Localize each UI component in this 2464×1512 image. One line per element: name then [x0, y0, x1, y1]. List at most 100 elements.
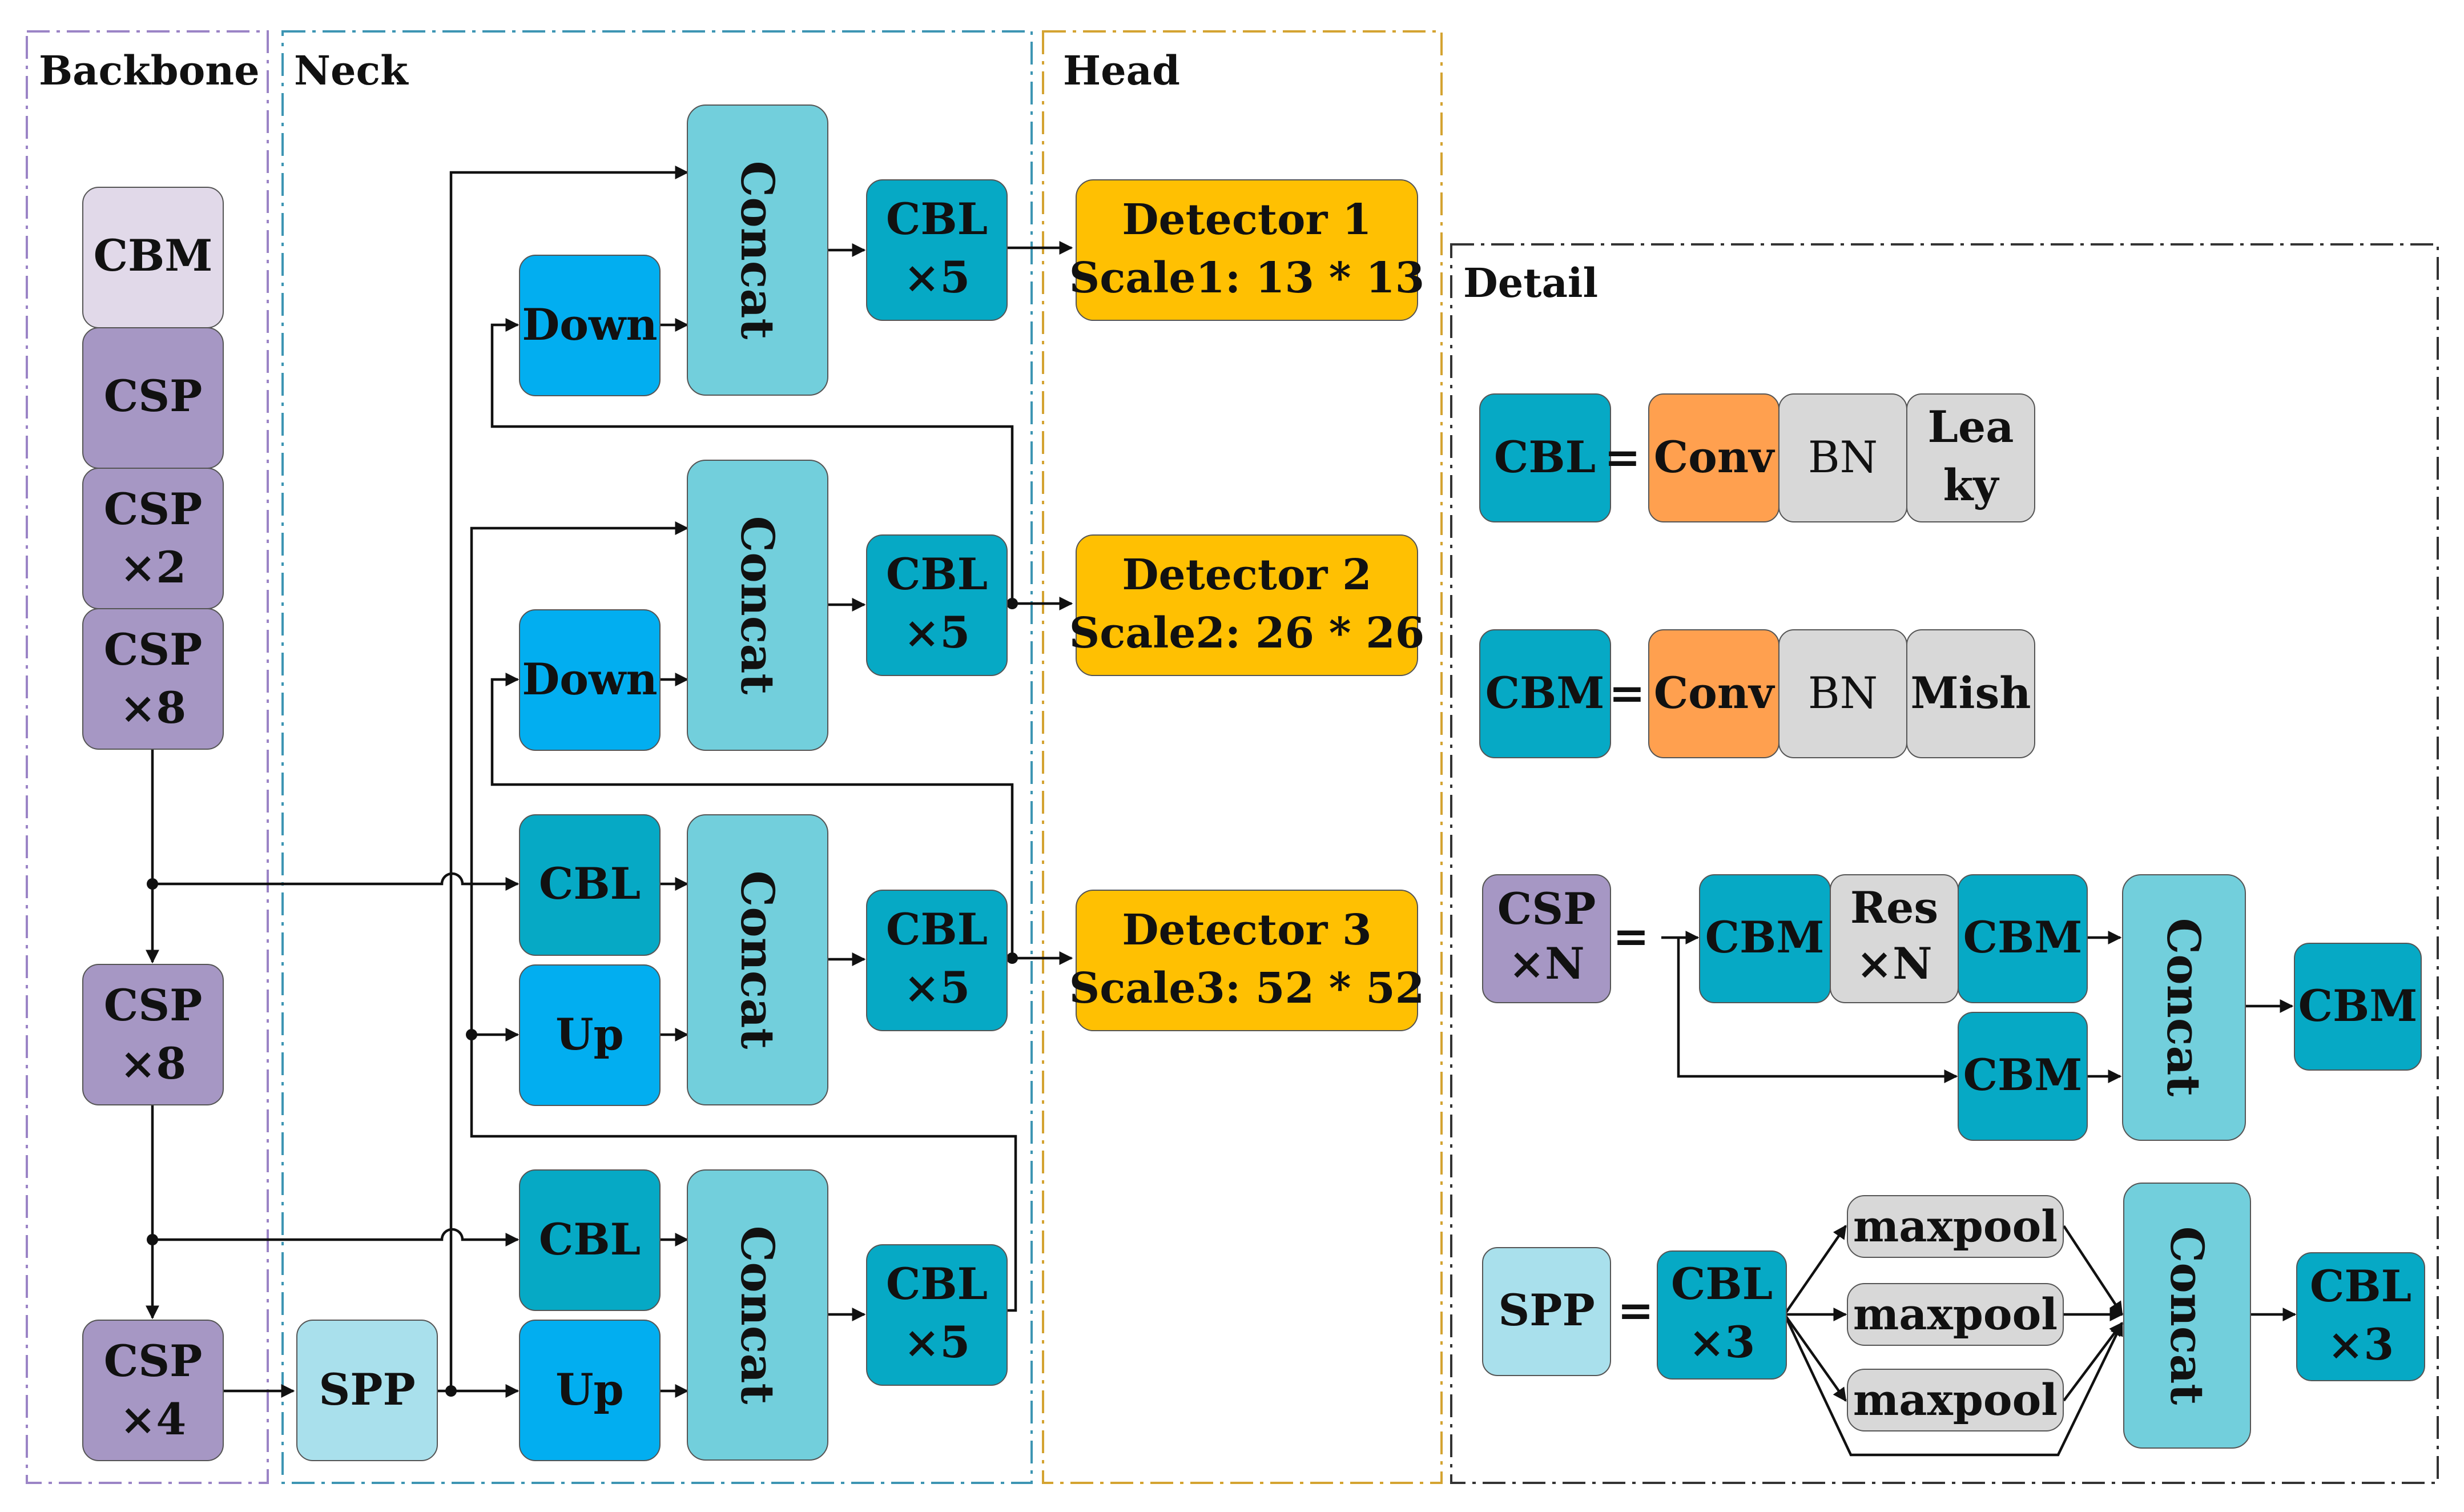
detail-csp-concat-label: Concat	[2157, 918, 2211, 1097]
neck-cbl-x5-box-4	[866, 1244, 1008, 1386]
detail-csp-cbm-box-2	[1958, 874, 2088, 1003]
neck-cbl-x5-label-1: CBL	[886, 194, 988, 244]
detail-cbl-equals: =	[1604, 432, 1641, 482]
detail-maxpool-box-2	[1847, 1283, 2064, 1346]
neck-up-label-1: Up	[555, 1009, 623, 1060]
loop-cbl5-top-to-up-bus	[470, 1035, 1017, 1312]
neck-concat-label-4: Concat	[731, 1226, 784, 1405]
detail-spp-cbl-x3-out-multiplier: ×3	[2328, 1319, 2394, 1370]
detail-csp-res-multiplier: ×N	[1856, 938, 1932, 989]
backbone-csp-label: CSP	[104, 371, 203, 421]
line-spp-bus-to-top-concat	[449, 166, 689, 1391]
detail-cbl-leaky-label-2: ky	[1943, 460, 2000, 510]
neck-cbl-x5-label-3: CBL	[886, 904, 988, 955]
neck-concat-box-2	[687, 460, 828, 751]
detail-maxpool-label-1: maxpool	[1853, 1201, 2058, 1252]
detail-cbm-conv-label: Conv	[1654, 667, 1775, 718]
detail-cbl-leaky-box	[1906, 393, 2035, 522]
detail-csp-cbm-label-3: CBM	[1963, 1049, 2083, 1100]
detail-cbl-label: CBL	[1494, 432, 1596, 482]
backbone-csp-x4-box	[82, 1320, 224, 1461]
backbone-csp-x4-label: CSP	[104, 1336, 203, 1386]
backbone-csp-x8-box-1	[82, 608, 224, 750]
detector-scale-3: Scale3: 52 * 52	[1069, 964, 1424, 1013]
backbone-csp-x2-label: CSP	[104, 484, 203, 534]
backbone-csp-x8-label-1: CSP	[104, 624, 203, 675]
neck-column: SPP Down Down CBL Up CBL Up Concat Conca…	[296, 104, 1008, 1461]
neck-concat-label-3: Concat	[731, 871, 784, 1049]
detail-spp-bypass	[1783, 1314, 2124, 1457]
detail-cbl-box	[1479, 393, 1611, 522]
detail-spp-concat-box	[2123, 1183, 2251, 1449]
neck-spp-box	[296, 1320, 438, 1461]
neck-down-label-2: Down	[522, 654, 657, 705]
detail-csp-multiplier: ×N	[1508, 938, 1584, 989]
detail-csp-label: CSP	[1497, 883, 1596, 934]
detail-csp-branch-line	[1677, 938, 1958, 1083]
tap-line-to-cbl-lower	[152, 1228, 520, 1246]
neck-down-box-2	[519, 609, 661, 751]
backbone-csp-x2-multiplier: ×2	[120, 542, 187, 593]
detail-spp-cbl-x3-out-box	[2296, 1252, 2425, 1381]
detector-title-3: Detector 3	[1122, 906, 1371, 955]
detail-spp-box	[1482, 1247, 1611, 1376]
neck-cbl-label-2: CBL	[539, 1214, 641, 1265]
head-column: Detector 1 Scale1: 13 * 13 Detector 2 Sc…	[1069, 179, 1424, 1031]
detail-spp-concat-label: Concat	[2160, 1227, 2214, 1405]
detector-scale-2: Scale2: 26 * 26	[1069, 609, 1424, 658]
detail-maxpool-box-3	[1847, 1369, 2064, 1431]
loop-to-down2	[490, 673, 1014, 958]
backbone-csp-x8-multiplier-2: ×8	[120, 1038, 187, 1089]
detail-section-title: Detail	[1463, 259, 1598, 307]
neck-spp-label: SPP	[319, 1364, 415, 1415]
neck-cbl-x5-box-2	[866, 534, 1008, 676]
detail-spp-to-maxpool1	[1783, 1225, 1847, 1316]
detail-panel: CBL = Conv BN Lea ky CBM = Conv BN Mish …	[1479, 393, 2425, 1449]
detail-csp-cbm-box-3	[1958, 1012, 2088, 1141]
tap-line-to-cbl-upper	[152, 872, 520, 891]
detail-csp-res-label: Res	[1850, 882, 1938, 933]
neck-down-box-1	[519, 255, 661, 396]
detail-csp-cbm-label-out: CBM	[2298, 980, 2418, 1031]
detail-spp-cbl-x3-multiplier: ×3	[1689, 1317, 1756, 1368]
detail-csp-cbm-label-2: CBM	[1963, 912, 2083, 963]
detail-maxpool-box-1	[1847, 1195, 2064, 1258]
neck-concat-box-4	[687, 1169, 828, 1461]
neck-cbl-x5-label-2: CBL	[886, 549, 988, 600]
detail-spp-cbl-x3-label: CBL	[1671, 1258, 1773, 1309]
neck-cbl-x5-label-4: CBL	[886, 1258, 988, 1309]
detail-section-border	[1450, 243, 2439, 1484]
neck-cbl-x5-multiplier-4: ×5	[904, 1317, 971, 1368]
detail-cbm-box	[1479, 629, 1611, 758]
detail-cbm-equals: =	[1609, 667, 1645, 718]
neck-concat-box-1	[687, 104, 828, 396]
loop-to-down1	[490, 318, 1014, 604]
neck-concat-box-3	[687, 814, 828, 1105]
backbone-csp-x8-label-2: CSP	[104, 980, 203, 1031]
detail-spp-cbl-x3-out-label: CBL	[2310, 1261, 2411, 1312]
detector-box-1	[1076, 179, 1418, 321]
detail-cbm-mish-box	[1906, 629, 2035, 758]
neck-cbl-x5-box-3	[866, 890, 1008, 1031]
backbone-column: CBM CSP CSP ×2 CSP ×8 CSP ×8 CSP ×4	[82, 187, 224, 1461]
detector-box-3	[1076, 890, 1418, 1031]
backbone-section-border	[26, 30, 269, 1484]
neck-section-title: Neck	[294, 47, 409, 94]
detail-spp-equals: =	[1617, 1285, 1654, 1336]
connector-lines	[146, 166, 2297, 1457]
neck-section-border	[281, 30, 1033, 1484]
detector-box-2	[1076, 534, 1418, 676]
neck-cbl-x5-multiplier-2: ×5	[904, 607, 971, 658]
neck-concat-label-2: Concat	[731, 516, 784, 695]
detail-csp-cbm-label-1: CBM	[1705, 912, 1825, 963]
neck-up-box-1	[519, 964, 661, 1106]
detector-title-1: Detector 1	[1122, 195, 1371, 244]
detail-maxpool-label-2: maxpool	[1853, 1289, 2058, 1340]
detector-scale-1: Scale1: 13 * 13	[1069, 254, 1424, 303]
backbone-cbm-label: CBM	[94, 230, 213, 281]
neck-down-label-1: Down	[522, 299, 657, 350]
neck-cbl-x5-multiplier-1: ×5	[904, 252, 971, 303]
detail-cbm-mish-label: Mish	[1910, 667, 2031, 718]
detail-csp-box	[1482, 874, 1611, 1003]
